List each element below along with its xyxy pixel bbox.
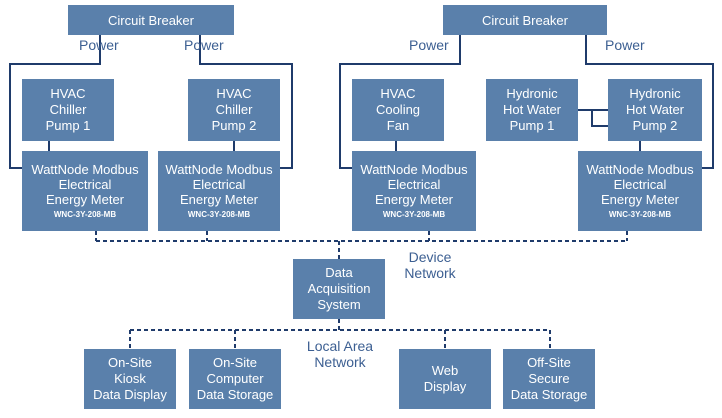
equipment-hvac-chiller-pump-1: HVAC Chiller Pump 1 <box>22 79 114 141</box>
circuit-breaker-left-label: Circuit Breaker <box>108 12 194 28</box>
equipment-hydronic-pump-1: Hydronic Hot Water Pump 1 <box>486 79 578 141</box>
lan-label: Local Area Network <box>306 338 374 370</box>
meter-title: WattNode Modbus Electrical Energy Meter <box>31 161 139 207</box>
energy-meter-4: WattNode Modbus Electrical Energy Meter … <box>578 151 702 231</box>
power-label-1: Power <box>79 37 119 53</box>
equipment-hvac-chiller-pump-2: HVAC Chiller Pump 2 <box>188 79 280 141</box>
dest-onsite-computer: On-Site Computer Data Storage <box>189 349 281 409</box>
power-line-right-a <box>339 35 461 169</box>
energy-meter-2: WattNode Modbus Electrical Energy Meter … <box>158 151 280 231</box>
dest-offsite-secure: Off-Site Secure Data Storage <box>503 349 595 409</box>
meter-title: WattNode Modbus Electrical Energy Meter <box>586 161 694 207</box>
power-label-4: Power <box>605 37 645 53</box>
equipment-hvac-cooling-fan: HVAC Cooling Fan <box>352 79 444 141</box>
power-label-2: Power <box>184 37 224 53</box>
device-network-label: Device Network <box>404 249 456 281</box>
meter-model: WNC-3Y-208-MB <box>187 209 251 219</box>
energy-meter-1: WattNode Modbus Electrical Energy Meter … <box>22 151 148 231</box>
power-line-right-b <box>585 35 714 169</box>
dest-onsite-kiosk: On-Site Kiosk Data Display <box>84 349 176 409</box>
circuit-breaker-right: Circuit Breaker <box>443 5 607 35</box>
meter-title: WattNode Modbus Electrical Energy Meter <box>360 161 468 207</box>
meter-model: WNC-3Y-208-MB <box>53 209 117 219</box>
power-line-left-b <box>199 35 293 169</box>
equip-link-5 <box>578 109 608 127</box>
power-label-3: Power <box>409 37 449 53</box>
equipment-hydronic-pump-2: Hydronic Hot Water Pump 2 <box>608 79 702 141</box>
data-acquisition-system: Data Acquisition System <box>293 259 385 319</box>
energy-meter-3: WattNode Modbus Electrical Energy Meter … <box>352 151 476 231</box>
power-line-left-a <box>9 35 101 169</box>
dest-web-display: Web Display <box>399 349 491 409</box>
meter-model: WNC-3Y-208-MB <box>382 209 446 219</box>
circuit-breaker-left: Circuit Breaker <box>68 5 234 35</box>
meter-model: WNC-3Y-208-MB <box>608 209 672 219</box>
meter-title: WattNode Modbus Electrical Energy Meter <box>165 161 273 207</box>
circuit-breaker-right-label: Circuit Breaker <box>482 12 568 28</box>
